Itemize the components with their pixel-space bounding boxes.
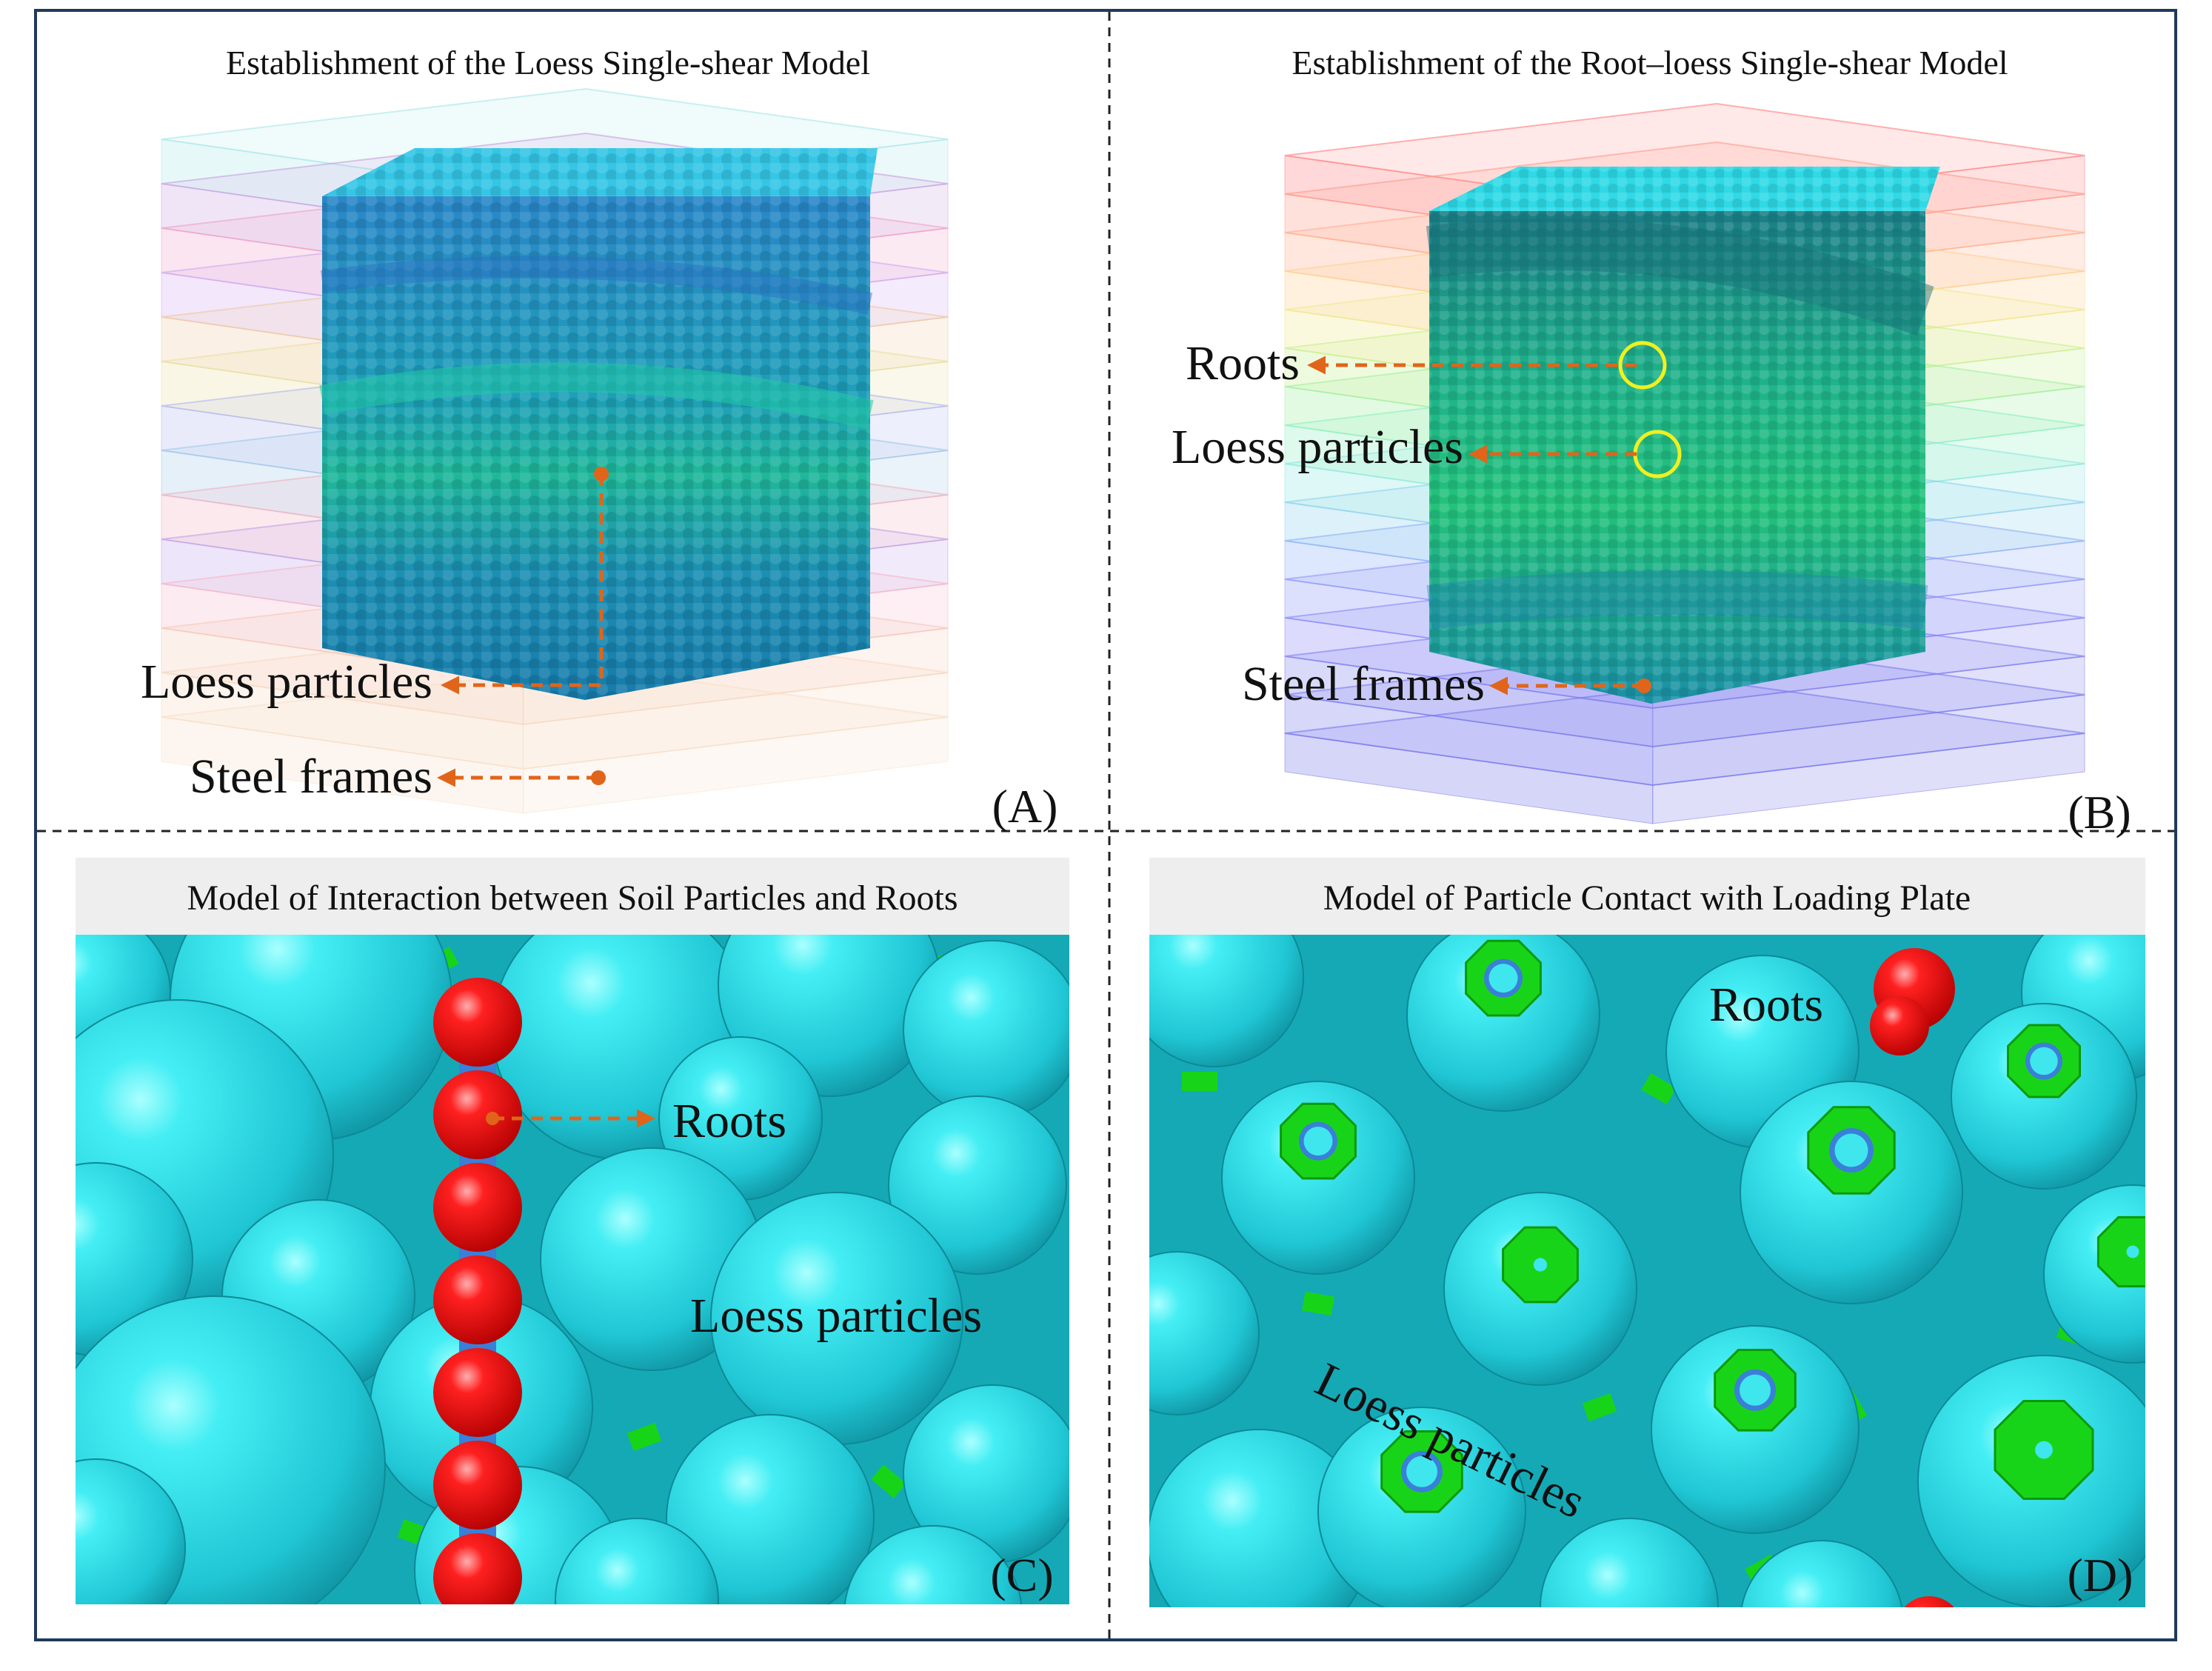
panel-c-title: Model of Interaction between Soil Partic… — [187, 878, 958, 918]
panel-a-steel-arrow — [437, 768, 606, 787]
root-particle — [433, 1441, 522, 1530]
contact-core — [1406, 1455, 1437, 1487]
root-bond — [459, 1615, 496, 1631]
panel-a-title: Establishment of the Loess Single-shear … — [226, 44, 870, 81]
panel-d-label-roots: Roots — [1709, 978, 1823, 1032]
root-particle — [433, 1163, 522, 1252]
loess-particle — [1740, 1540, 1903, 1607]
panel-d-title-bar — [1149, 858, 2145, 935]
root-particle — [433, 978, 522, 1067]
panel-c-letter: (C) — [990, 1549, 1053, 1601]
panel-a: Establishment of the Loess Single-shear … — [141, 44, 1057, 833]
contact-core — [1303, 1127, 1333, 1156]
panel-b: Establishment of the Root–loess Single-s… — [1172, 44, 2131, 838]
contact-bond — [1641, 1073, 1677, 1105]
root-particle — [1904, 1596, 1954, 1607]
contact-core — [1740, 1374, 1771, 1406]
root-particle — [433, 1533, 522, 1604]
panel-b-label-roots: Roots — [1186, 336, 1300, 390]
loess-particle — [1149, 935, 1304, 1067]
contact-bond — [1302, 1291, 1334, 1316]
panel-b-roots-highlight — [1618, 341, 1667, 390]
loess-particle — [666, 1414, 875, 1604]
panel-a-loess-arrow — [441, 467, 609, 695]
contact-core — [1533, 1258, 1548, 1272]
panel-a-soil-block — [319, 148, 878, 700]
panel-b-label-loess: Loess particles — [1172, 420, 1463, 474]
loess-particle — [1406, 935, 1600, 1112]
panel-c-root-chain — [433, 978, 522, 1671]
panel-d-loess-particles — [1149, 935, 2145, 1607]
contact-core — [1488, 964, 1518, 993]
contact-core — [1834, 1133, 1868, 1167]
contact-bond — [626, 1422, 662, 1452]
panel-b-title: Establishment of the Root–loess Single-s… — [1292, 44, 2008, 81]
contact-bond — [871, 1464, 906, 1498]
panel-b-steel-arrow — [1489, 676, 1651, 696]
panel-b-letter: (B) — [2068, 786, 2131, 838]
loess-particle — [1540, 1518, 1719, 1607]
panel-d: Model of Particle Contact with Loading P… — [1149, 858, 2145, 1607]
steel-frame-side — [523, 716, 949, 814]
panel-c-roots-arrow — [486, 1109, 655, 1128]
root-particle — [433, 1626, 522, 1671]
loess-particle — [76, 1458, 186, 1604]
panel-a-letter: (A) — [992, 780, 1058, 833]
loess-particle — [1149, 1251, 1260, 1415]
loess-particle — [555, 1518, 719, 1604]
panel-c-label-loess: Loess particles — [690, 1289, 982, 1343]
panel-a-label-steel: Steel frames — [190, 750, 432, 804]
contact-core — [2035, 1441, 2053, 1459]
contact-core — [2030, 1047, 2058, 1075]
contact-ring — [2096, 1215, 2145, 1288]
loess-particle — [903, 940, 1069, 1119]
panel-d-letter: (D) — [2068, 1549, 2134, 1601]
panel-b-soil-block — [1426, 167, 1940, 704]
root-particle — [433, 1348, 522, 1437]
contact-bond — [1182, 1072, 1217, 1091]
panel-c-title-bar — [76, 858, 1069, 935]
contact-core — [2126, 1245, 2139, 1258]
root-particle — [1870, 996, 1929, 1055]
panel-c-label-roots: Roots — [672, 1094, 786, 1148]
loess-particle — [843, 1525, 1023, 1604]
outer-frame — [34, 9, 2177, 1641]
contact-bond — [1582, 1392, 1617, 1422]
panel-d-title: Model of Particle Contact with Loading P… — [1323, 878, 1971, 918]
panel-b-label-steel: Steel frames — [1242, 657, 1485, 711]
root-particle — [433, 1070, 522, 1159]
panel-c-loess-particles — [76, 935, 1069, 1604]
steel-frame-side — [1652, 733, 2085, 824]
panel-a-label-loess: Loess particles — [141, 655, 432, 709]
panel-c: Model of Interaction between Soil Partic… — [76, 858, 1069, 1671]
root-particle — [433, 1255, 522, 1344]
loess-particle — [888, 1095, 1067, 1275]
